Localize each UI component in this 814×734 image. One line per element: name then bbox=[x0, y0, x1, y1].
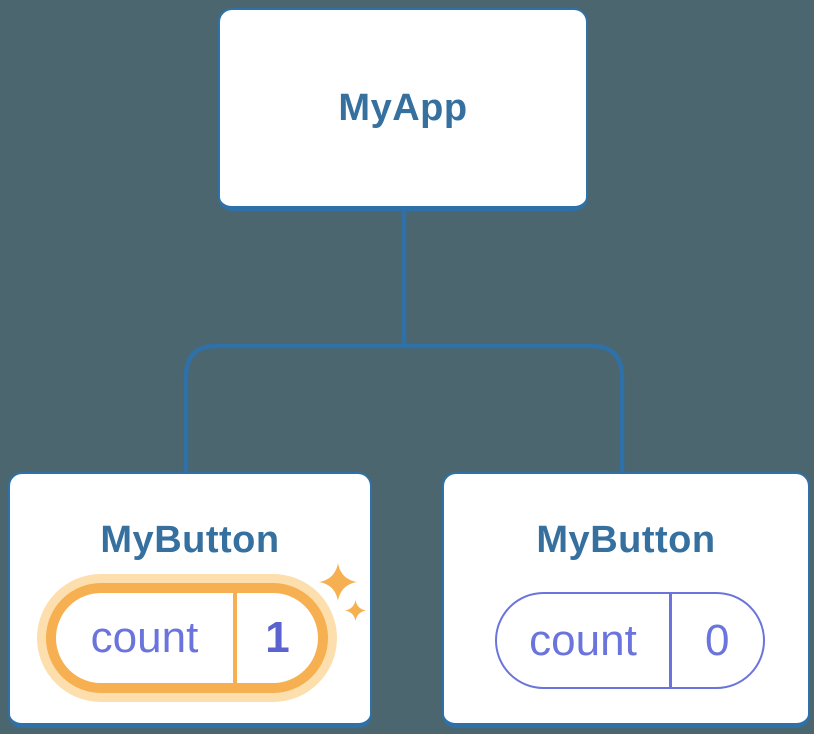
state-pill: count 0 bbox=[495, 592, 765, 689]
sparkle-icon bbox=[319, 563, 357, 601]
connector-branch-line bbox=[183, 343, 625, 472]
state-pill-highlight: count 1 bbox=[37, 574, 337, 702]
state-value: 1 bbox=[265, 613, 290, 662]
node-mybutton-1: MyButton count 1 bbox=[8, 472, 372, 728]
node-mybutton-2-label: MyButton bbox=[536, 519, 716, 561]
node-myapp: MyApp bbox=[218, 8, 588, 211]
state-pill-divider bbox=[233, 593, 237, 683]
node-mybutton-2: MyButton count 0 bbox=[442, 472, 810, 728]
state-pill: count 1 bbox=[46, 583, 328, 693]
state-value: 0 bbox=[705, 615, 730, 665]
state-pill-divider bbox=[669, 594, 672, 687]
sparkle-icon bbox=[345, 600, 366, 621]
state-key: count bbox=[90, 613, 199, 662]
node-myapp-label: MyApp bbox=[338, 86, 468, 129]
state-key: count bbox=[529, 615, 637, 665]
node-mybutton-1-label: MyButton bbox=[100, 519, 280, 561]
